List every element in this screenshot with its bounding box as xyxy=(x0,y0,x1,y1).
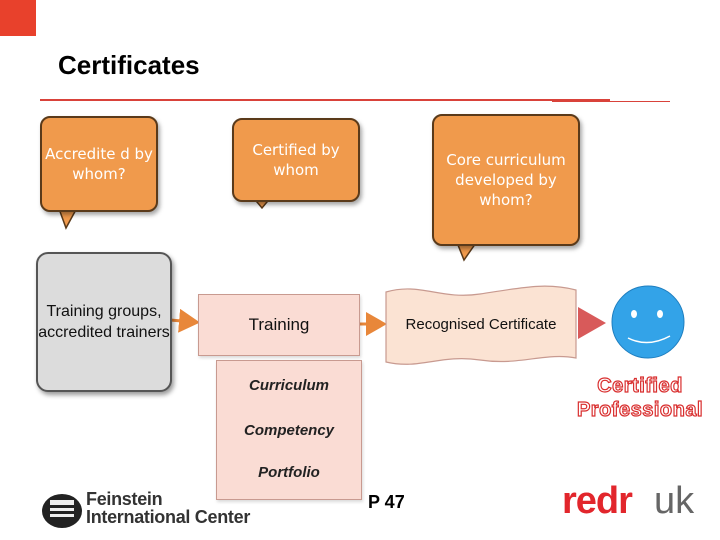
training-groups-box: Training groups, accredited trainers xyxy=(36,252,172,392)
slide-title: Certificates xyxy=(58,50,200,80)
training-box: Training xyxy=(198,294,360,356)
redr-logo: redr xyxy=(562,480,633,522)
page-number: P 47 xyxy=(368,492,405,512)
corner-accent xyxy=(0,0,36,36)
bubble-core-curriculum: Core curriculum developed by whom? xyxy=(432,114,580,246)
smiley-icon xyxy=(611,285,685,359)
bubble-certified-by-whom: Certified by whom xyxy=(232,118,360,202)
curriculum-box: Curriculum Competency Portfolio xyxy=(216,360,362,500)
feinstein-logo-text: Feinstein International Center xyxy=(86,489,251,527)
uk-logo-text: uk xyxy=(654,480,695,522)
portfolio-item: Portfolio xyxy=(258,464,320,481)
arrow-groups-to-training xyxy=(169,308,200,333)
recognised-certificate-shape xyxy=(385,285,577,365)
curriculum-item: Curriculum xyxy=(248,377,329,394)
bubble-accredited-by-whom: Accredite d by whom? xyxy=(40,116,158,212)
recognised-certificate-label: Recognised Certificate xyxy=(405,316,557,333)
feinstein-emblem-icon xyxy=(42,494,82,528)
title-rule xyxy=(40,99,610,101)
certified-professional-label: Certified Professional xyxy=(576,374,704,421)
title-rule-secondary xyxy=(552,101,670,102)
competency-item: Competency xyxy=(243,422,335,439)
